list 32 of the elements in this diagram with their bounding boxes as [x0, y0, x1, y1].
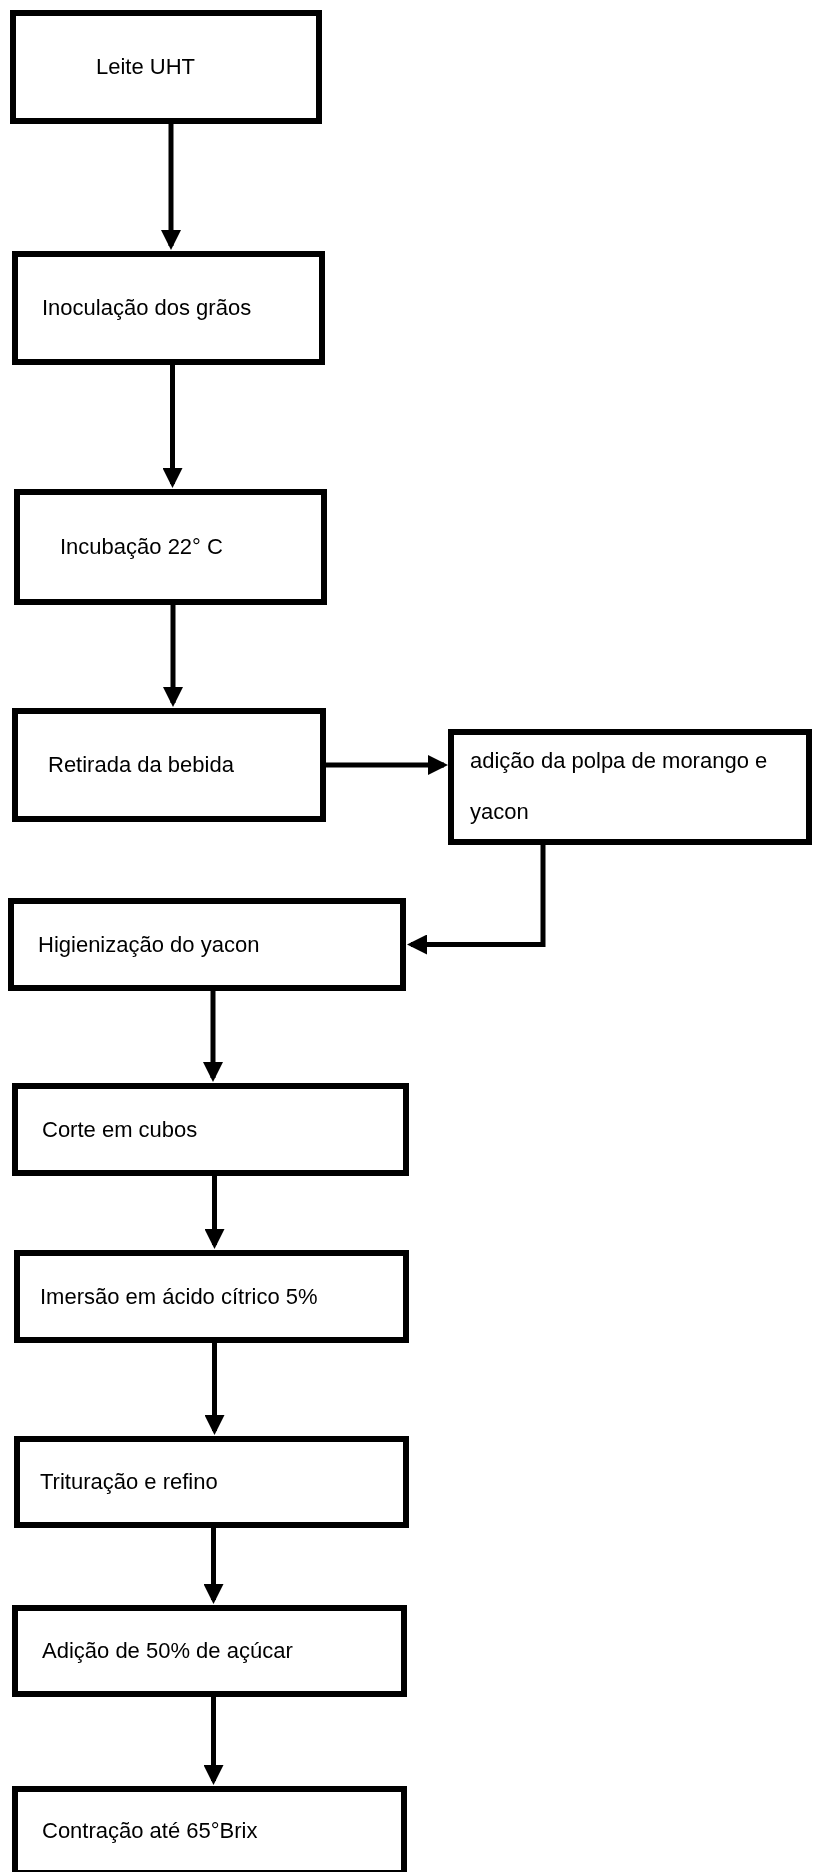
arrow — [407, 845, 546, 955]
process-box — [12, 708, 326, 822]
step-label: Imersão em ácido cítrico 5% — [40, 1282, 318, 1311]
step-label: Inoculação dos grãos — [42, 294, 252, 323]
arrow — [204, 1343, 225, 1435]
step-label: Contração até 65°Brix — [42, 1817, 258, 1846]
process-box — [14, 489, 327, 605]
arrow — [326, 755, 448, 775]
arrow — [161, 124, 181, 250]
arrow — [203, 991, 223, 1082]
step-label: adição da polpa de morango e yacon — [470, 747, 769, 826]
process-box — [14, 1250, 409, 1343]
process-box — [12, 1786, 407, 1872]
step-label: Adição de 50% de açúcar — [42, 1637, 293, 1666]
process-box — [12, 251, 325, 365]
arrow — [163, 605, 183, 707]
step-label: Trituração e refino — [40, 1468, 218, 1497]
arrow — [162, 365, 183, 488]
process-box — [12, 1605, 407, 1697]
process-box — [12, 1083, 409, 1176]
step-label: Corte em cubos — [42, 1115, 198, 1144]
step-label: Leite UHT — [96, 53, 196, 82]
process-box — [448, 729, 812, 845]
process-box — [14, 1436, 409, 1528]
step-label: Retirada da bebida — [48, 751, 234, 780]
step-label: Higienização do yacon — [38, 930, 260, 959]
process-box — [8, 898, 406, 991]
step-label: Incubação 22° C — [60, 533, 223, 562]
arrow — [203, 1697, 224, 1785]
arrow — [204, 1176, 225, 1249]
arrow — [203, 1528, 224, 1604]
process-box — [10, 10, 322, 124]
